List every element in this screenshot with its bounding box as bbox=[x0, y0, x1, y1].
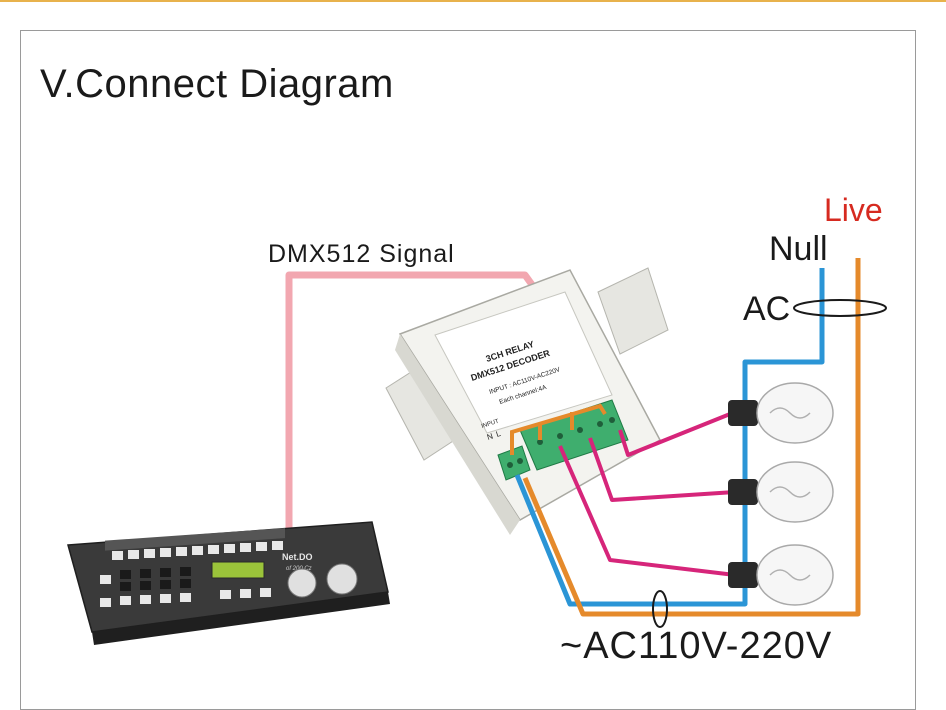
light-bulb-icon bbox=[728, 461, 834, 523]
channel-1-wire bbox=[618, 410, 736, 457]
decoder-side bbox=[395, 334, 520, 535]
supply-voltage-label: ~AC110V-220V bbox=[560, 625, 833, 667]
channel-3-wire bbox=[558, 445, 736, 577]
decoder-terminal-l: L bbox=[495, 429, 503, 439]
signal-label: DMX512 Signal bbox=[268, 240, 455, 268]
top-border bbox=[0, 0, 946, 2]
console-front-edge bbox=[92, 592, 390, 645]
console-brand: Net.DO bbox=[282, 552, 313, 562]
live-wire bbox=[522, 258, 861, 617]
ac-label: AC bbox=[743, 290, 791, 328]
console-wheel-right bbox=[326, 563, 358, 595]
null-label: Null bbox=[769, 230, 828, 268]
light-bulb-icon bbox=[728, 544, 834, 606]
dmx-console: Net.DO of 200 Cz bbox=[67, 521, 390, 645]
decoder-terminal-n: N bbox=[486, 431, 494, 441]
light-bulb-icon bbox=[728, 382, 834, 444]
console-display bbox=[211, 561, 265, 579]
supply-cable-marker bbox=[652, 590, 668, 628]
page-title: V.Connect Diagram bbox=[40, 62, 394, 106]
decoder-mount-right bbox=[597, 267, 669, 355]
channel-2-wire bbox=[588, 437, 736, 502]
decoder-label-plate bbox=[434, 291, 613, 434]
live-bridge-wire bbox=[510, 403, 607, 455]
console-wheel-left bbox=[287, 568, 317, 598]
decoder-input-label: INPUT bbox=[481, 419, 500, 430]
live-label: Live bbox=[824, 192, 883, 228]
ac-cable-marker bbox=[793, 299, 887, 317]
